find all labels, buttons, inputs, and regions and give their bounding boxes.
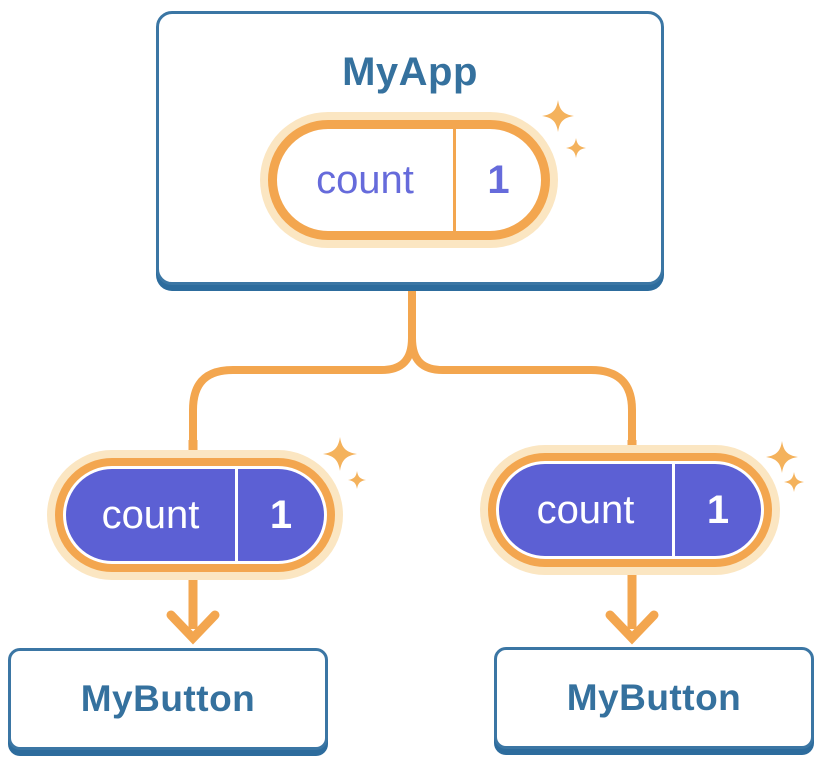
arrow-right-head-icon [605, 610, 659, 645]
arrow-left-head-icon [166, 610, 220, 645]
pill-divider [672, 464, 675, 556]
child-component-title: MyButton [566, 677, 742, 718]
state-name-label: count [536, 487, 635, 532]
sparkle-icon [542, 100, 574, 132]
child-right-component-card: MyButton [494, 647, 814, 749]
pill-divider [235, 469, 238, 561]
child-right-pill-body: count 1 [499, 464, 761, 556]
pill-divider [453, 129, 456, 231]
state-value: 1 [706, 487, 730, 532]
child-right-pill-ring: count 1 [488, 453, 772, 567]
sparkle-icon [566, 138, 586, 158]
child-left-state-pill: count 1 [47, 450, 343, 580]
root-state-pill-body: count 1 [268, 120, 550, 240]
sparkle-icon [766, 441, 798, 473]
branch-left-line [189, 288, 416, 452]
child-right-state-pill: count 1 [480, 445, 780, 575]
child-left-component-card: MyButton [8, 648, 328, 750]
state-name-label: count [101, 492, 200, 537]
child-component-title: MyButton [80, 678, 256, 719]
state-name-label: count [316, 157, 414, 202]
root-state-pill: count 1 [260, 112, 558, 248]
state-value: 1 [269, 492, 293, 537]
child-left-pill-body: count 1 [66, 469, 324, 561]
root-component-title: MyApp [342, 50, 478, 94]
sparkle-icon [348, 471, 366, 489]
sparkle-icon [784, 472, 804, 492]
sparkle-icon [323, 437, 357, 471]
child-left-pill-ring: count 1 [55, 458, 335, 572]
branch-right-line [408, 288, 636, 450]
state-value: 1 [487, 157, 510, 202]
